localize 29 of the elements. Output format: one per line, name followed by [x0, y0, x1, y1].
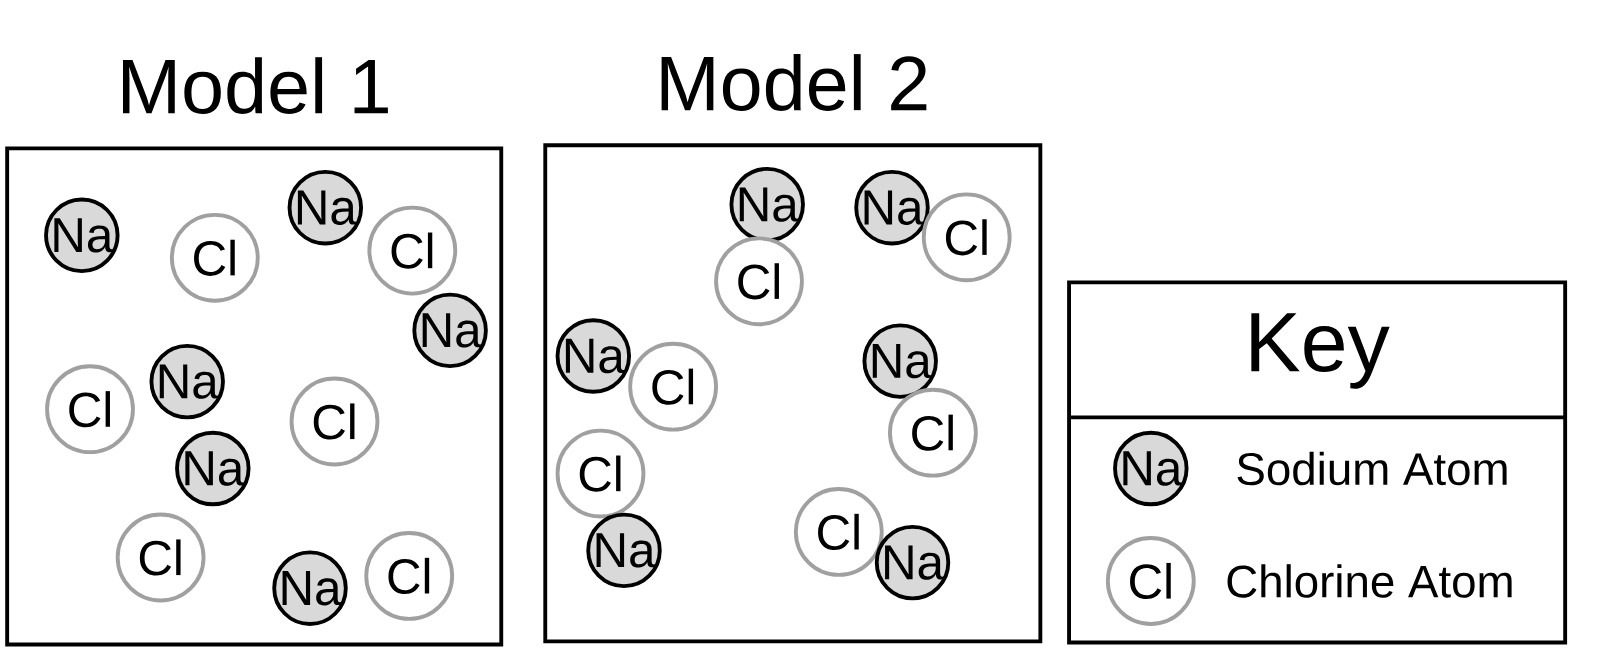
sodium-atom: Na	[729, 166, 805, 243]
chlorine-atom: Cl	[367, 205, 458, 296]
chlorine-atom: Cl	[793, 487, 884, 577]
chlorine-atom: Cl	[169, 212, 260, 303]
sodium-atom: Na	[854, 170, 930, 246]
chlorine-atom: Cl	[555, 428, 646, 519]
atom-caption: Chlorine Atom	[1227, 564, 1512, 598]
chlorine-atom: Cl	[714, 236, 804, 327]
sodium-atom: Na	[412, 292, 488, 369]
sodium-atom: Na	[1113, 430, 1189, 507]
chlorine-atom: Cl	[45, 364, 135, 455]
sodium-atom: Na	[44, 197, 120, 273]
node-label: Model 2	[661, 54, 927, 111]
node-label: Model 1	[123, 57, 388, 115]
sodium-atom: Na	[272, 550, 348, 626]
sodium-atom: Na	[175, 430, 251, 507]
sodium-atom: Na	[874, 524, 951, 601]
sodium-atom: Na	[555, 318, 632, 394]
sodium-atom: Na	[287, 170, 364, 246]
chlorine-atom: Cl	[289, 376, 380, 467]
chlorine-atom: Cl	[364, 531, 455, 621]
sodium-atom: Na	[586, 512, 662, 589]
atom-caption: Sodium Atom	[1237, 451, 1507, 486]
chlorine-atom: Cl	[115, 512, 206, 603]
chlorine-atom: Cl	[1105, 536, 1196, 626]
chlorine-atom: Cl	[628, 341, 718, 432]
sodium-atom: Na	[149, 343, 225, 420]
sodium-atom: Na	[862, 323, 938, 399]
chlorine-atom: Cl	[888, 387, 978, 478]
